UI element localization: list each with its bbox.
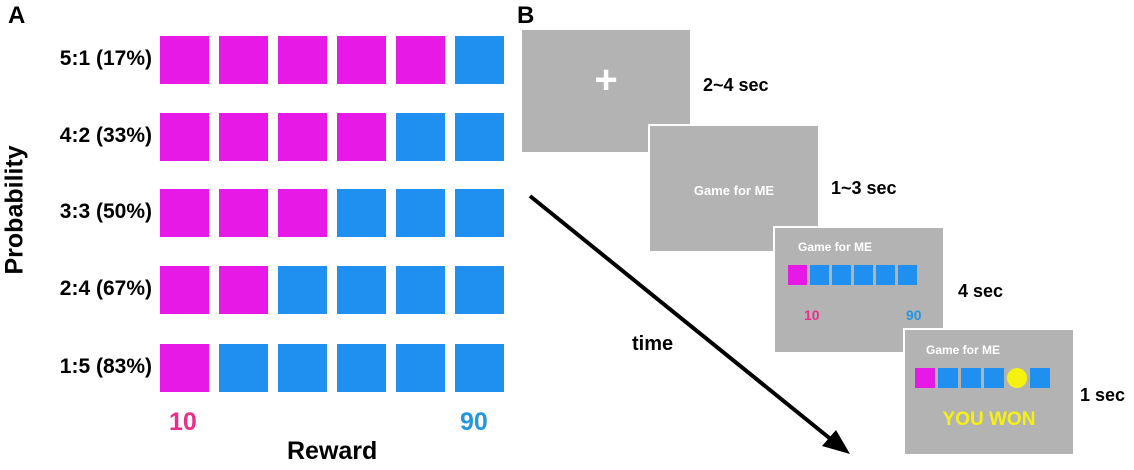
blue-square: [278, 266, 327, 314]
outcome-square-blue: [961, 368, 981, 388]
outcome-squares: [915, 368, 1050, 388]
magenta-square: [337, 113, 386, 161]
option-square-blue: [810, 265, 829, 285]
blue-square: [396, 113, 445, 161]
duration-options: 4 sec: [958, 281, 1004, 301]
probability-row: [160, 113, 504, 161]
cue-text: Game for ME: [693, 183, 775, 198]
probability-row-label: 3:3 (50%): [59, 200, 152, 223]
duration-outcome: 1 sec: [1080, 385, 1126, 405]
outcome-square-blue: [1030, 368, 1050, 388]
time-label: time: [632, 333, 674, 355]
fixation-cross: +: [594, 58, 618, 102]
duration-fixation: 2~4 sec: [703, 75, 769, 95]
option-square-blue: [876, 265, 895, 285]
options-low-reward: 10: [804, 307, 820, 323]
options-squares: [788, 265, 917, 285]
duration-cue: 1~3 sec: [831, 178, 897, 198]
magenta-square: [160, 344, 209, 392]
probability-row-label: 2:4 (67%): [59, 277, 152, 300]
blue-square: [396, 266, 445, 314]
magenta-square: [160, 113, 209, 161]
blue-square: [396, 344, 445, 392]
outcome-square-blue: [938, 368, 958, 388]
magenta-square: [337, 36, 386, 84]
blue-square: [337, 189, 386, 237]
magenta-square: [278, 113, 327, 161]
option-square-blue: [898, 265, 917, 285]
blue-square: [455, 113, 504, 161]
options-title: Game for ME: [798, 240, 873, 254]
option-square-blue: [854, 265, 873, 285]
options-high-reward: 90: [906, 307, 922, 323]
magenta-square: [219, 189, 268, 237]
screen-options: Game for ME 10 90: [773, 226, 945, 354]
panel-b-label: B: [517, 2, 535, 29]
blue-square: [455, 344, 504, 392]
blue-square: [337, 344, 386, 392]
probability-row-label: 1:5 (83%): [59, 355, 152, 378]
blue-square: [396, 189, 445, 237]
screen-outcome: Game for ME YOU WON: [903, 328, 1075, 456]
blue-square: [455, 36, 504, 84]
magenta-square: [219, 36, 268, 84]
x-axis-label: Reward: [287, 437, 378, 465]
magenta-square: [160, 36, 209, 84]
probability-row-label: 4:2 (33%): [59, 124, 152, 147]
magenta-square: [219, 113, 268, 161]
probability-row: [160, 266, 504, 314]
magenta-square: [278, 189, 327, 237]
magenta-square: [160, 189, 209, 237]
magenta-square: [219, 266, 268, 314]
magenta-square: [278, 36, 327, 84]
outcome-square-blue: [984, 368, 1004, 388]
outcome-selected-circle: [1007, 368, 1027, 388]
blue-square: [455, 266, 504, 314]
panel-a-label: A: [8, 2, 26, 29]
reward-high-label: 90: [460, 408, 488, 436]
probability-row: [160, 189, 504, 237]
magenta-square: [160, 266, 209, 314]
outcome-result: YOU WON: [942, 409, 1036, 430]
probability-row: [160, 344, 504, 392]
blue-square: [337, 266, 386, 314]
option-square-blue: [832, 265, 851, 285]
magenta-square: [396, 36, 445, 84]
blue-square: [219, 344, 268, 392]
blue-square: [455, 189, 504, 237]
probability-row: [160, 36, 504, 84]
outcome-square-magenta: [915, 368, 935, 388]
probability-row-label: 5:1 (17%): [59, 47, 152, 70]
reward-low-label: 10: [169, 408, 197, 436]
option-square-magenta: [788, 265, 807, 285]
time-arrow: [528, 194, 850, 454]
blue-square: [278, 344, 327, 392]
outcome-title: Game for ME: [926, 343, 1001, 357]
